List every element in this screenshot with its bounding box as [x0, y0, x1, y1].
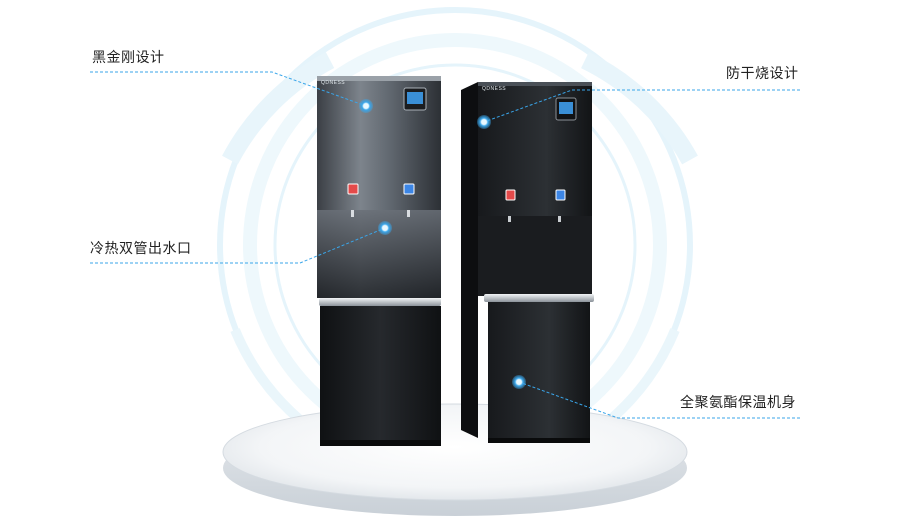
- hotspot-dual-outlet[interactable]: [378, 221, 392, 235]
- callout-leaders: [90, 71, 800, 419]
- brand-mark-right: QDNESS: [482, 86, 507, 92]
- display-platform: [222, 403, 688, 516]
- brand-mark-left: QDNESS: [321, 80, 346, 86]
- callout-black-diamond-design: 黑金刚设计: [92, 50, 165, 66]
- callout-anti-dry-burn-design: 防干烧设计: [726, 66, 799, 82]
- hotspot-black-diamond[interactable]: [359, 99, 373, 113]
- hotspot-insulated-body[interactable]: [512, 375, 526, 389]
- dispenser-right: [461, 82, 594, 443]
- dispenser-left: [317, 76, 441, 446]
- callout-polyurethane-insulated-body: 全聚氨酯保温机身: [680, 395, 796, 411]
- callout-hot-cold-dual-outlet: 冷热双管出水口: [90, 241, 192, 257]
- hotspot-anti-dry-burn[interactable]: [477, 115, 491, 129]
